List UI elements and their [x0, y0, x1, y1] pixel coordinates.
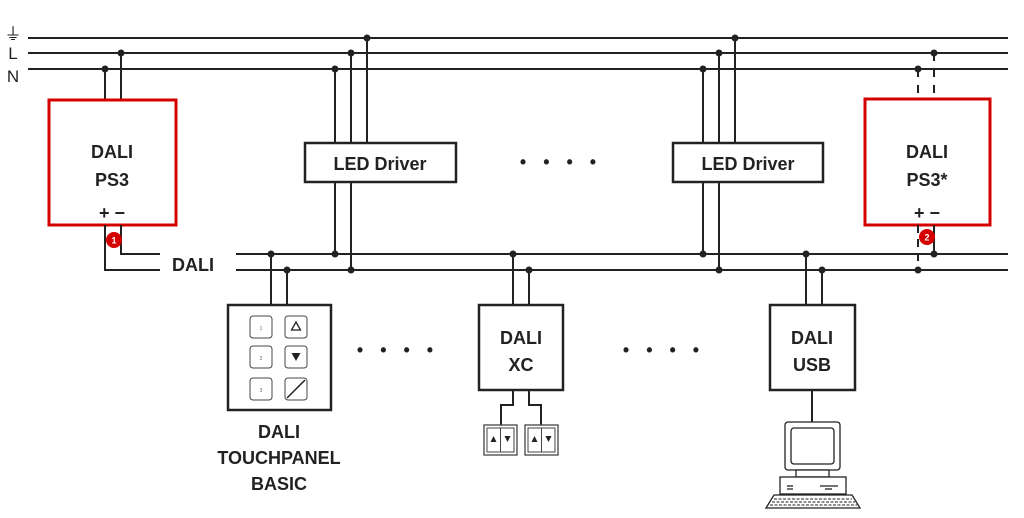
triangle-up-outline-icon [290, 320, 302, 331]
touchpanel-label-3: BASIC [251, 474, 307, 494]
touch-button-up [284, 315, 308, 339]
dali-bus-label: DALI [172, 255, 214, 275]
led-driver-2: LED Driver [671, 34, 825, 274]
xc-label-2: XC [508, 355, 533, 375]
ps3-star-label-1: DALI [906, 142, 948, 162]
pushbutton-switch-2 [524, 424, 559, 456]
ellipsis-drivers: • • • • [520, 152, 602, 172]
neutral-label: N [7, 67, 19, 86]
dali-bus [236, 253, 1008, 271]
led-driver-1-label: LED Driver [333, 154, 426, 174]
power-icon [286, 379, 306, 399]
ps3-label-1: DALI [91, 142, 133, 162]
badge-1 [106, 232, 122, 248]
touch-button-2 [249, 345, 273, 369]
badge-2-text: 2 [924, 233, 929, 243]
ps3-label-2: PS3 [95, 170, 129, 190]
touch-button-2-label: 2 [260, 356, 263, 362]
mains-lines [28, 37, 1008, 70]
touch-button-3-label: 3 [260, 388, 263, 394]
touchpanel-basic: 1 2 3 DALI TOUCHPANEL BASIC [217, 250, 341, 494]
pushbutton-switch-1 [483, 424, 518, 456]
ps3-terminals: + − [99, 203, 125, 223]
dali-xc: DALI XC [477, 250, 565, 456]
line-label: L [8, 44, 17, 63]
power-supply-ps3: DALI PS3 + − 1 [47, 49, 178, 271]
touch-button-1-label: 1 [260, 326, 263, 332]
badge-1-text: 1 [111, 236, 116, 246]
xc-label-1: DALI [500, 328, 542, 348]
earth-label: ⏚ [5, 25, 22, 44]
triangle-down-icon [291, 353, 301, 361]
usb-label-2: USB [793, 355, 831, 375]
power-supply-ps3-optional: DALI PS3* + − 2 [863, 49, 992, 274]
ps3-star-terminals: + − [914, 203, 940, 223]
led-driver-1: LED Driver [303, 34, 458, 274]
ellipsis-left: • • • • [357, 340, 439, 360]
touchpanel-label-2: TOUCHPANEL [217, 448, 340, 468]
ps3-star-label-2: PS3* [906, 170, 947, 190]
touchpanel-label-1: DALI [258, 422, 300, 442]
touch-button-1 [249, 315, 273, 339]
dali-usb: DALI USB [768, 250, 857, 422]
led-driver-2-label: LED Driver [701, 154, 794, 174]
usb-label-1: DALI [791, 328, 833, 348]
ellipsis-right: • • • • [623, 340, 705, 360]
touch-button-3 [249, 377, 273, 401]
badge-2 [919, 229, 935, 245]
computer-icon [764, 421, 862, 509]
